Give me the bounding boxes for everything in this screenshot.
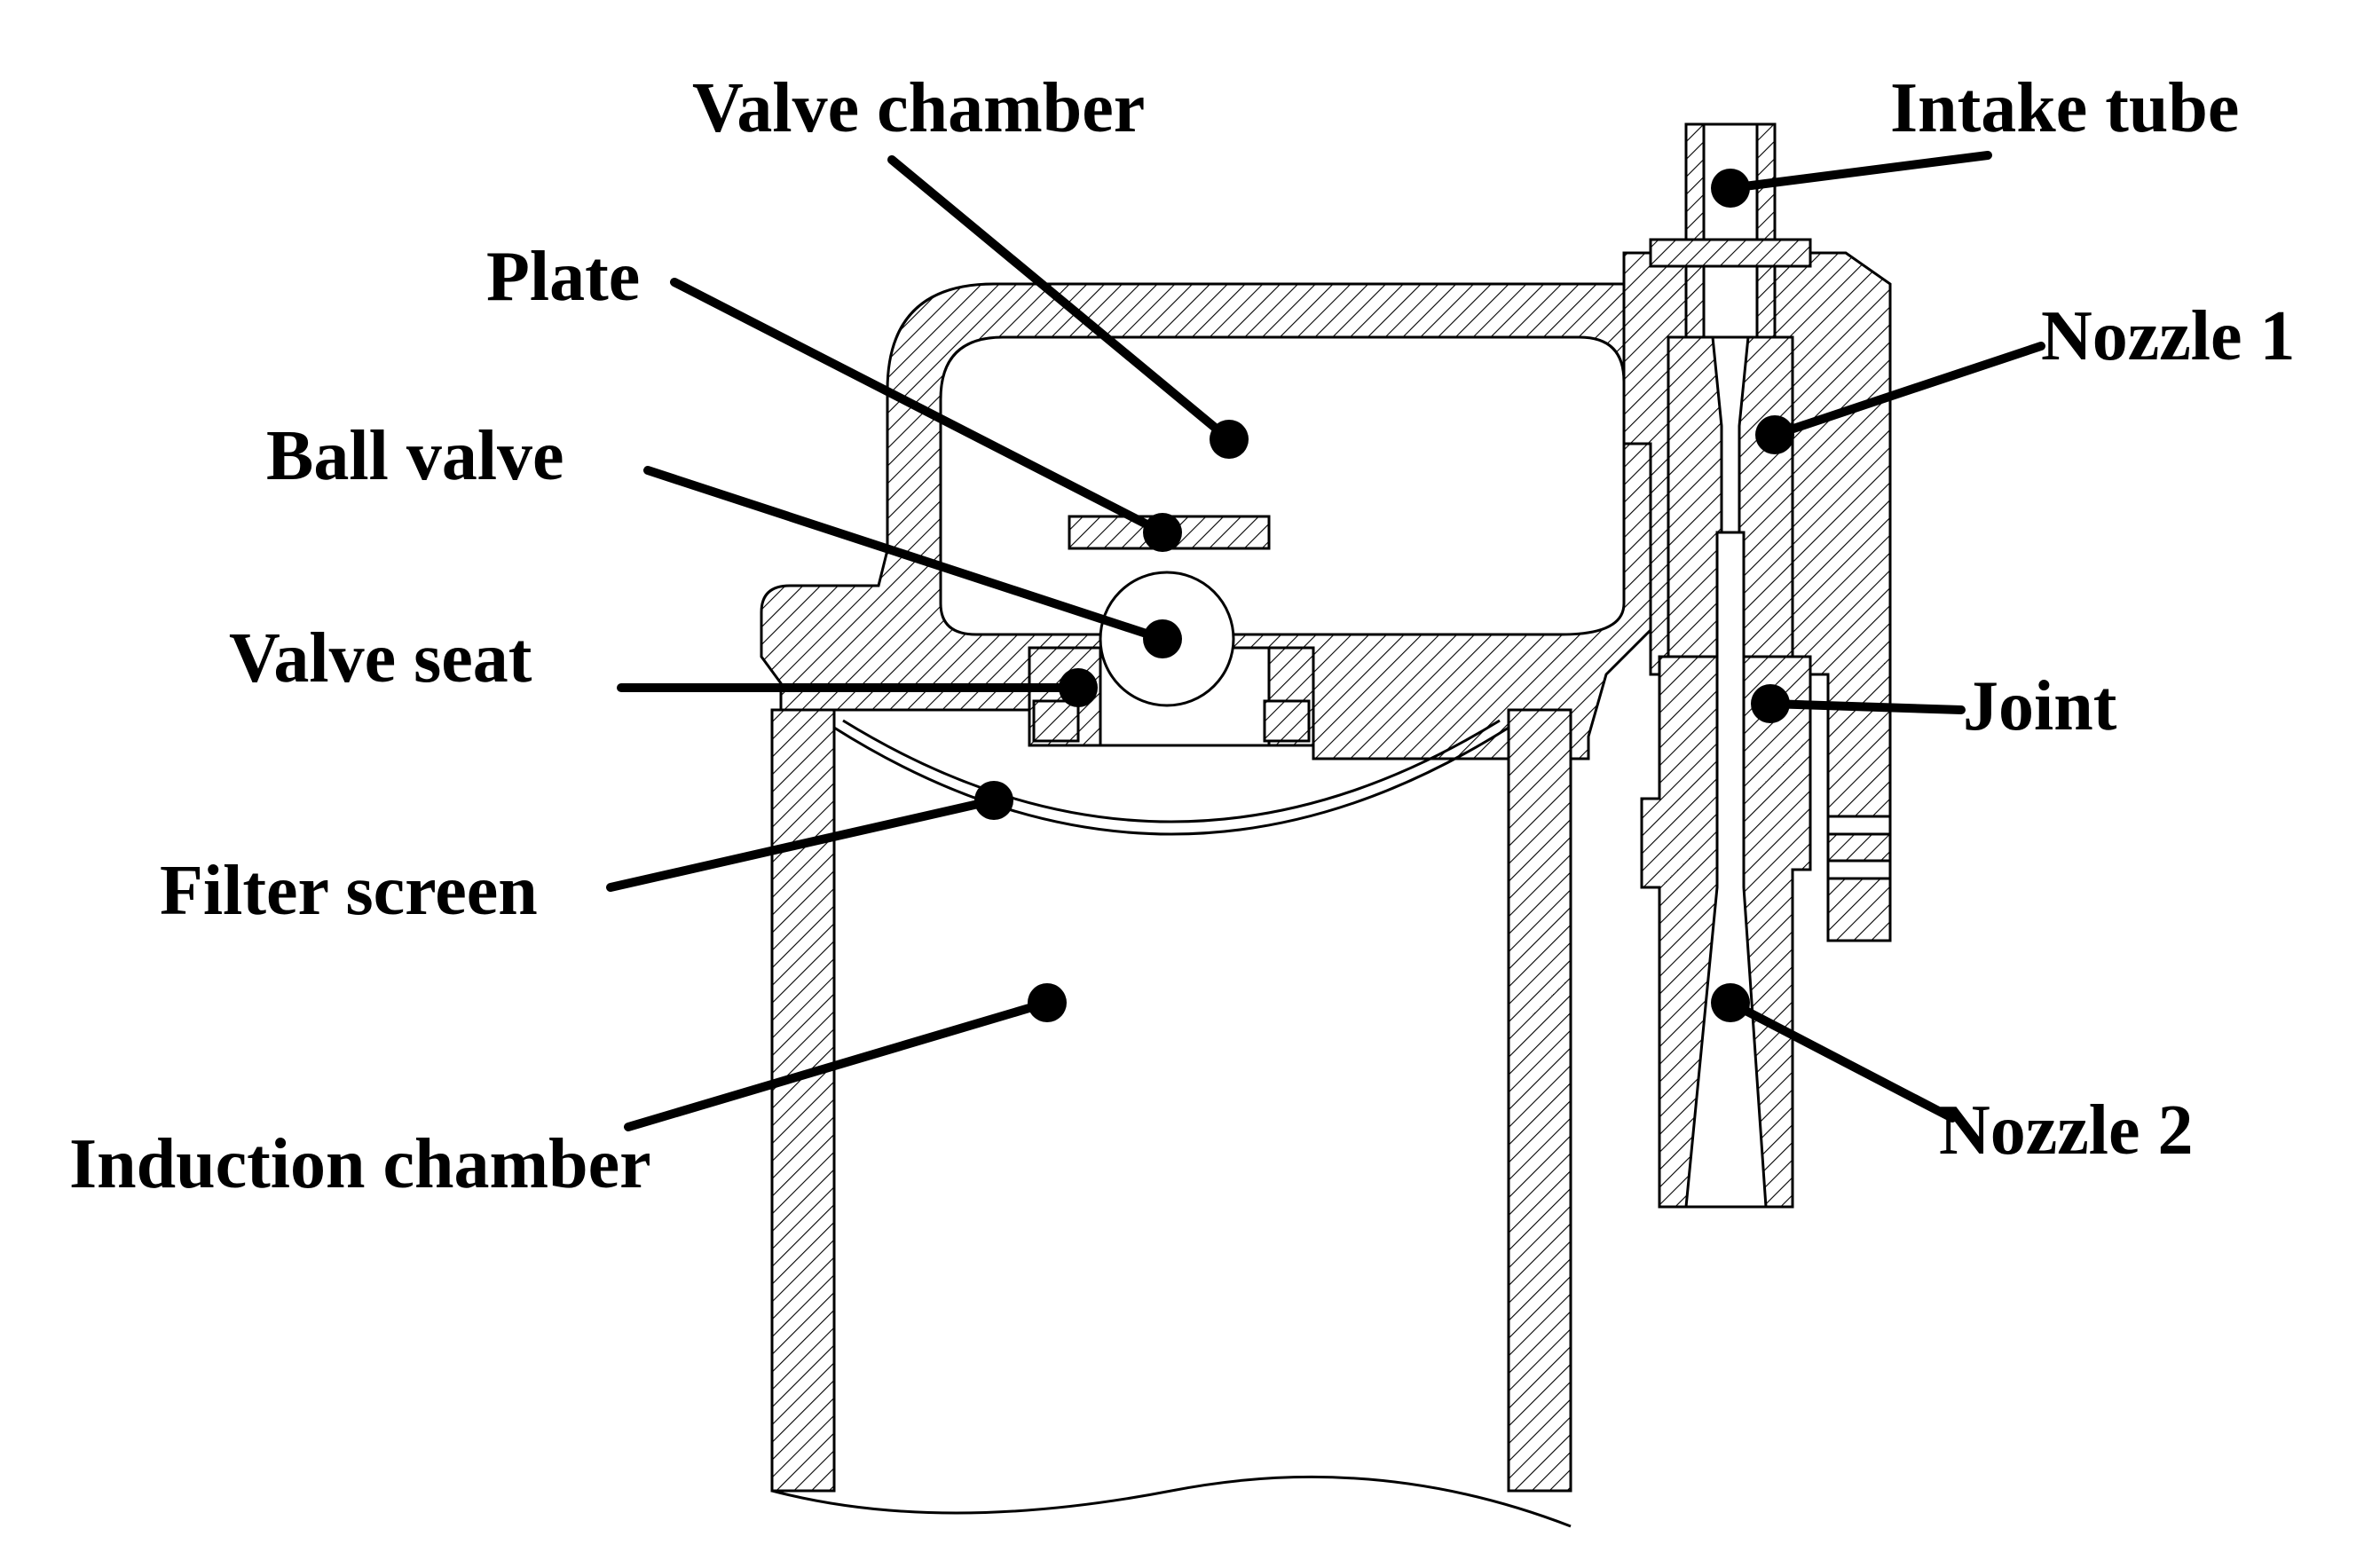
induction-chamber-walls (770, 708, 1572, 1528)
label-valve-seat: Valve seat (229, 619, 532, 697)
label-ball-valve: Ball valve (266, 417, 564, 495)
label-joint: Joint (1963, 667, 2117, 745)
label-intake-tube: Intake tube (1890, 69, 2239, 147)
leader-lines (606, 151, 2045, 1131)
label-valve-chamber: Valve chamber (692, 69, 1145, 147)
leader-dots (974, 169, 1794, 1022)
label-nozzle-2: Nozzle 2 (1939, 1091, 2194, 1170)
label-nozzle-1: Nozzle 1 (2041, 297, 2296, 375)
filter-screen-mesh (833, 726, 1509, 836)
label-plate: Plate (486, 238, 640, 316)
label-filter-screen: Filter screen (160, 852, 538, 930)
ejector-assembly (1622, 122, 1892, 1209)
label-induction-chamber: Induction chamber (69, 1125, 651, 1203)
